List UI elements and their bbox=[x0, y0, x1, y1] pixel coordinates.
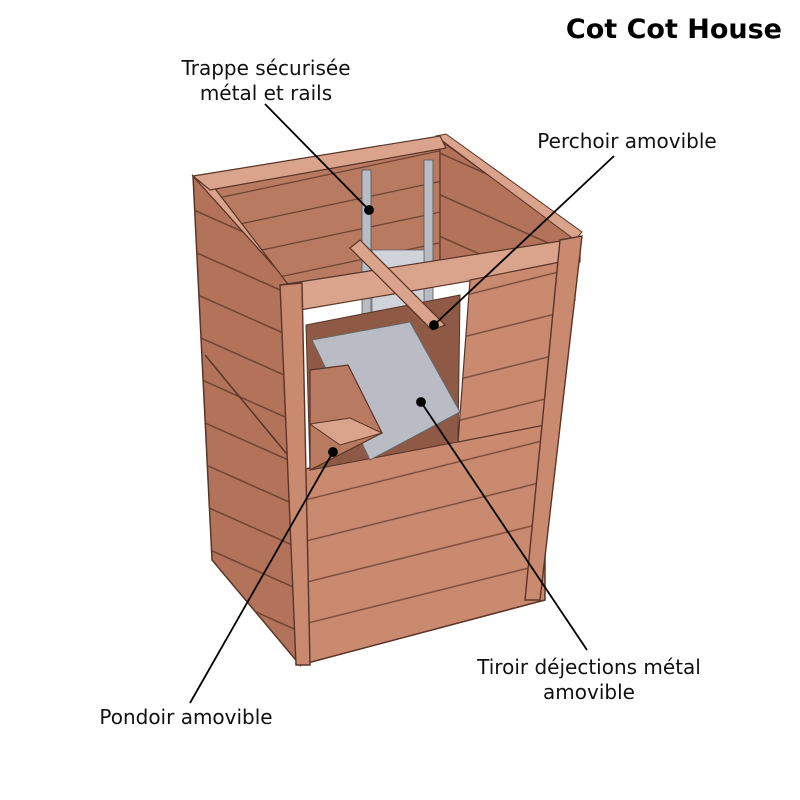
interior bbox=[308, 239, 461, 471]
top-rim bbox=[191, 135, 447, 191]
pondoir-leader bbox=[189, 451, 334, 704]
label-trappe: Trappe sécurisée métal et rails bbox=[150, 56, 382, 106]
perchoir-leader bbox=[433, 155, 615, 326]
label-perchoir-line1: Perchoir amovible bbox=[537, 129, 717, 153]
callout-lines bbox=[189, 103, 615, 704]
label-tiroir: Tiroir déjections métal amovible bbox=[448, 655, 730, 705]
label-trappe-line1: Trappe sécurisée bbox=[181, 56, 351, 80]
perchoir-dot bbox=[429, 320, 439, 330]
label-tiroir-line2: amovible bbox=[543, 680, 635, 704]
tiroir-leader bbox=[420, 401, 588, 651]
label-pondoir: Pondoir amovible bbox=[70, 705, 302, 730]
label-pondoir-line1: Pondoir amovible bbox=[99, 705, 273, 729]
trappe-dot bbox=[364, 205, 374, 215]
label-trappe-line2: métal et rails bbox=[199, 81, 333, 105]
label-tiroir-line1: Tiroir déjections métal bbox=[477, 655, 701, 679]
tiroir-dot bbox=[416, 397, 426, 407]
trappe-leader bbox=[264, 103, 370, 211]
brand-title: Cot Cot House bbox=[565, 14, 782, 45]
pondoir-dot bbox=[328, 447, 338, 457]
perch bbox=[349, 239, 447, 331]
label-perchoir: Perchoir amovible bbox=[508, 129, 746, 154]
